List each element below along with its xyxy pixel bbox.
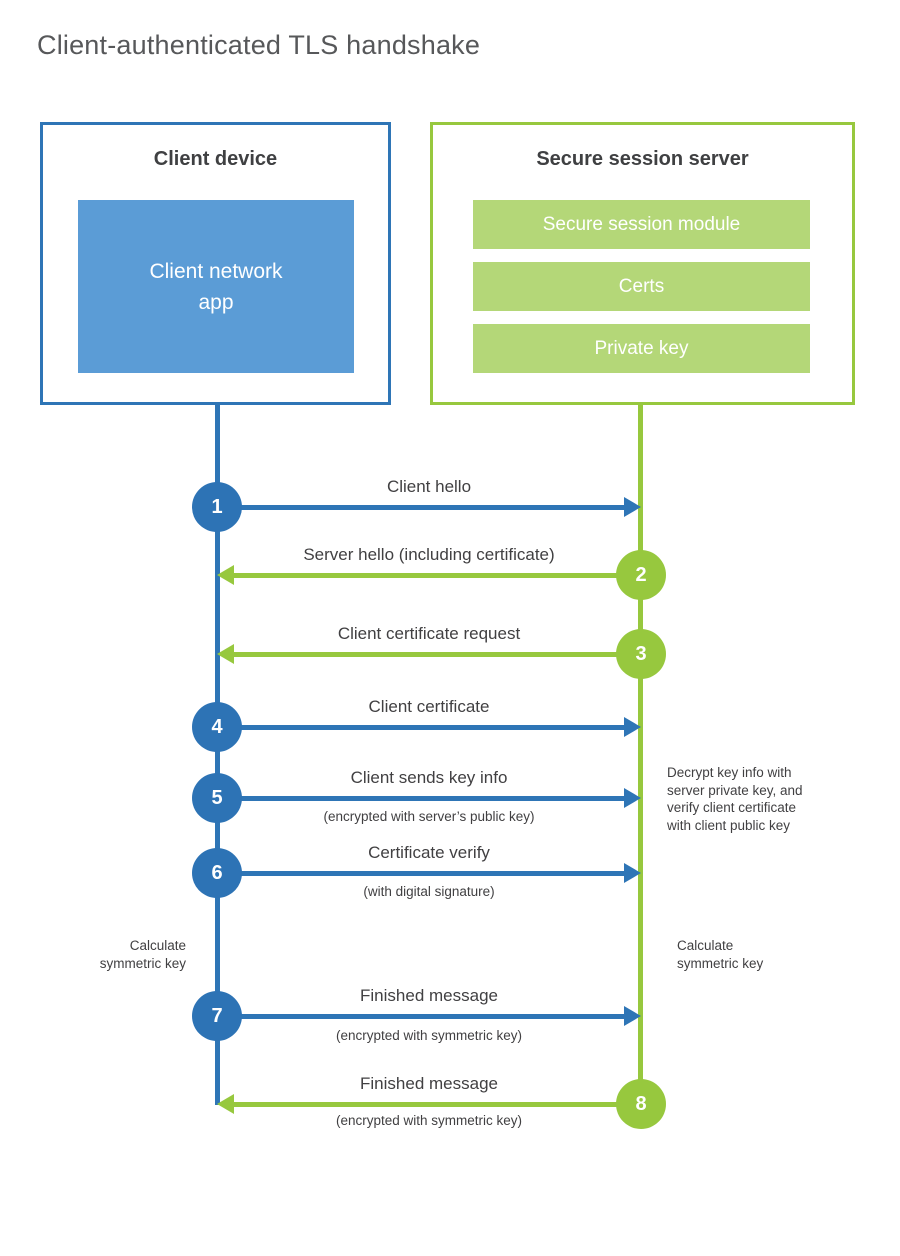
arrowhead-left-icon — [217, 565, 234, 585]
server-lifeline — [638, 405, 643, 1105]
server-module-private-key: Private key — [473, 324, 810, 373]
message-sublabel-key-info: (encrypted with server’s public key) — [323, 809, 535, 824]
step-circle-2: 2 — [616, 550, 666, 600]
arrowhead-left-icon — [217, 644, 234, 664]
arrow-server-hello — [234, 573, 641, 578]
step-circle-8: 8 — [616, 1079, 666, 1129]
message-label-finished-server: Finished message — [360, 1074, 498, 1093]
message-label-client-cert-request: Client certificate request — [337, 624, 521, 643]
server-decrypt-note: Decrypt key info with server private key… — [667, 765, 803, 833]
arrowhead-right-icon — [624, 863, 641, 883]
arrow-client-certificate — [217, 725, 625, 730]
message-sublabel-finished-client: (encrypted with symmetric key) — [335, 1028, 523, 1043]
message-label-client-certificate: Client certificate — [368, 697, 490, 716]
page-title: Client-authenticated TLS handshake — [37, 30, 481, 60]
arrowhead-right-icon — [624, 1006, 641, 1026]
client-network-app-box: Client network app — [78, 200, 354, 373]
arrow-key-info — [217, 796, 625, 801]
message-label-key-info: Client sends key info — [350, 768, 508, 787]
arrow-finished-client — [217, 1014, 625, 1019]
step-circle-7: 7 — [192, 991, 242, 1041]
arrowhead-right-icon — [624, 717, 641, 737]
message-label-certificate-verify: Certificate verify — [368, 843, 490, 862]
arrowhead-left-icon — [217, 1094, 234, 1114]
arrow-client-hello — [217, 505, 625, 510]
client-lifeline — [215, 405, 220, 1105]
step-circle-1: 1 — [192, 482, 242, 532]
message-label-finished-client: Finished message — [360, 986, 498, 1005]
message-sublabel-finished-server: (encrypted with symmetric key) — [335, 1113, 523, 1128]
message-sublabel-certificate-verify: (with digital signature) — [363, 884, 495, 899]
client-device-title: Client device — [153, 148, 278, 170]
server-calculate-symmetric-key-note: Calculate symmetric key — [677, 938, 764, 971]
server-module-certs: Certs — [473, 262, 810, 311]
client-calculate-symmetric-key-note: Calculate symmetric key — [99, 938, 186, 971]
message-label-client-hello: Client hello — [386, 477, 472, 496]
arrow-certificate-verify — [217, 871, 625, 876]
arrow-client-cert-request — [234, 652, 641, 657]
step-circle-6: 6 — [192, 848, 242, 898]
arrowhead-right-icon — [624, 788, 641, 808]
message-label-server-hello: Server hello (including certificate) — [303, 545, 555, 564]
step-circle-4: 4 — [192, 702, 242, 752]
arrow-finished-server — [234, 1102, 641, 1107]
server-module-secure-session: Secure session module — [473, 200, 810, 249]
arrowhead-right-icon — [624, 497, 641, 517]
secure-session-server-title: Secure session server — [536, 148, 749, 170]
step-circle-3: 3 — [616, 629, 666, 679]
step-circle-5: 5 — [192, 773, 242, 823]
